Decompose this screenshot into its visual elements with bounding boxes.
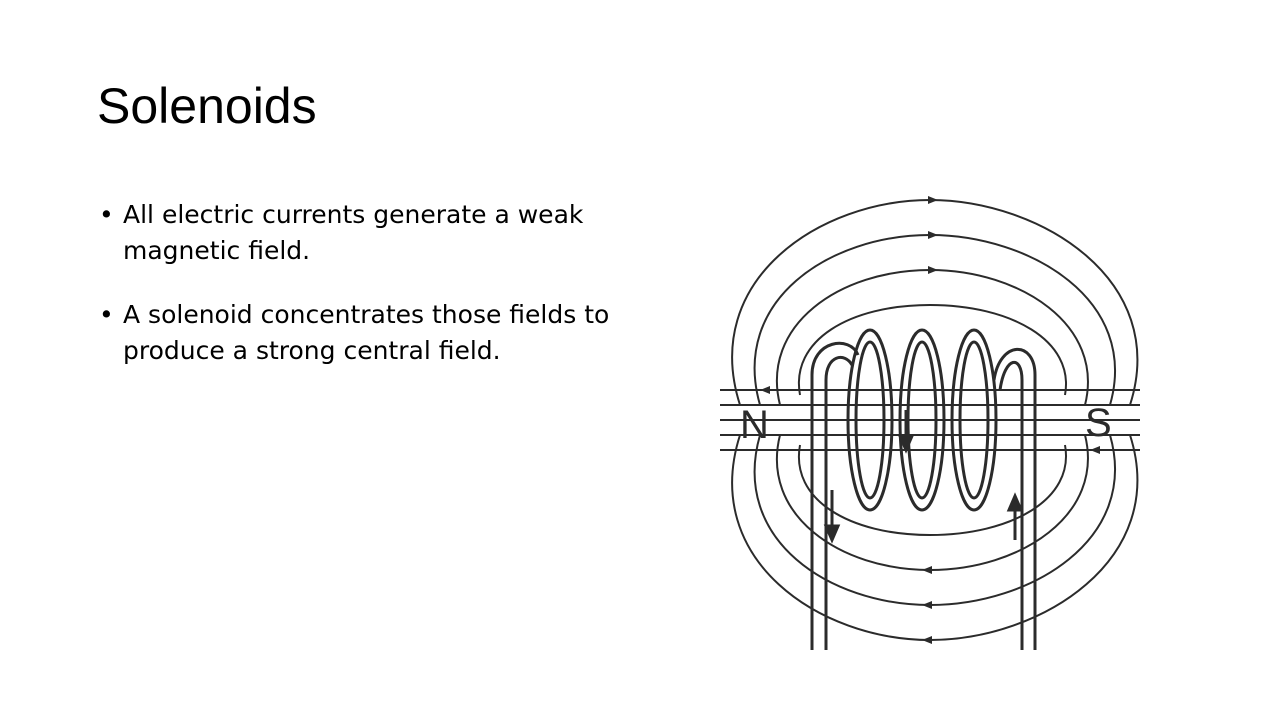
current-arrow-head [823, 524, 841, 544]
coil-turn [950, 328, 998, 512]
field-arrow [922, 566, 932, 574]
field-arrow [922, 636, 932, 644]
field-arrow [760, 386, 770, 394]
bullet-marker: • [99, 300, 114, 329]
coil-lead-left [810, 341, 860, 650]
north-pole-label: N [740, 403, 769, 447]
solenoid-magnetic-field-diagram: N S [720, 196, 1140, 650]
field-arrow [1090, 446, 1100, 454]
bullet-item: • All electric currents generate a weak … [99, 197, 659, 269]
field-line [797, 303, 1068, 396]
current-arrow-head [1006, 492, 1024, 512]
bullet-list: • All electric currents generate a weak … [99, 197, 659, 397]
coil-lead-right [992, 347, 1037, 650]
coil-turn [958, 340, 990, 500]
bullet-text: All electric currents generate a weak ma… [123, 200, 584, 265]
coil-turn [906, 340, 938, 500]
field-arrow [922, 601, 932, 609]
field-arrow [928, 266, 938, 274]
bullet-text: A solenoid concentrates those fields to … [123, 300, 610, 365]
coil-turn [846, 328, 894, 512]
bullet-item: • A solenoid concentrates those fields t… [99, 297, 659, 369]
coil-turn [898, 328, 946, 512]
bullet-marker: • [99, 200, 114, 229]
field-arrow [928, 231, 938, 239]
south-pole-label: S [1085, 401, 1112, 445]
slide-title: Solenoids [97, 78, 317, 134]
coil-lead-left [824, 355, 854, 650]
coil-turn [854, 340, 886, 500]
field-line [797, 444, 1068, 537]
current-arrow-head [897, 434, 915, 454]
coil-lead-right [998, 360, 1024, 650]
field-arrow [928, 196, 938, 204]
